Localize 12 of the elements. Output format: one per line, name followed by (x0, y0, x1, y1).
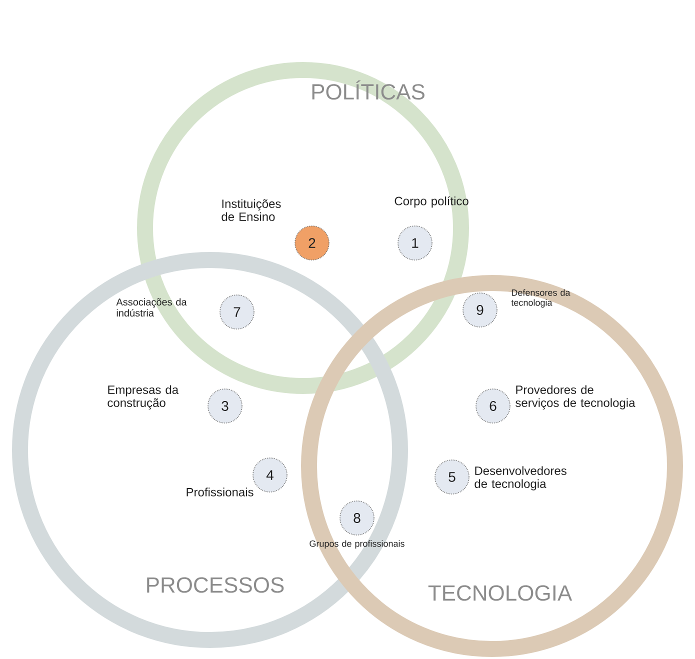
item-label: Profissionais (186, 488, 254, 496)
set-heading: POLÍTICAS (312, 80, 424, 100)
item-label: Associações da indústria (116, 298, 187, 317)
item-label: Desenvolvedores de tecnologia (474, 466, 566, 490)
set-heading: PROCESSOS (147, 577, 284, 593)
item-label: Provedores de serviços de tecnologia (516, 385, 636, 410)
item-label: Corpo político (394, 196, 468, 208)
item-label: Grupos de profissionais (310, 540, 404, 549)
set-heading: TECNOLOGIA (428, 585, 572, 601)
item-label: Instituições de Ensino (222, 199, 281, 221)
item-label: Defensores da tecnologia (511, 289, 570, 308)
item-label: Empresas da construção (108, 385, 179, 410)
